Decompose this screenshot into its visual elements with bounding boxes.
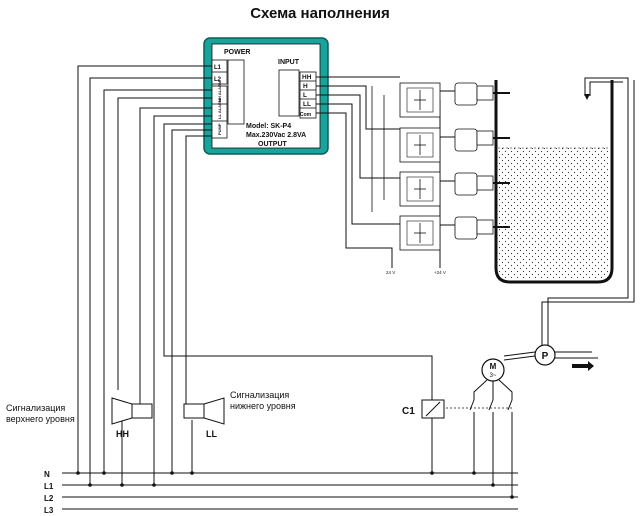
horn-icon-low [203,397,225,425]
inlet-arrow-icon [584,94,590,100]
alarm-high-text-1: Сигнализация [6,403,65,413]
pump-label: P [542,351,549,362]
alarm-high-text-2: верхнего уровня [6,414,75,424]
terminal-ll-alarm: LL ALARM [217,98,222,119]
terminal-l: L [303,92,307,99]
motor-label: M [490,362,497,371]
phase-n: N [44,470,50,479]
contactor-label: C1 [402,406,415,417]
alarm-low-tag: LL [206,429,217,439]
horn-icon-high [111,397,133,425]
phase-l1: L1 [44,482,54,491]
phase-l2: L2 [44,494,54,503]
alarm-low-text-1: Сигнализация [230,390,289,400]
amplifier-module-h [399,127,441,163]
tank [494,77,629,345]
input-label: INPUT [278,59,300,66]
alarm-low: Сигнализация нижнего уровня LL [183,390,296,439]
terminal-hh: HH [302,74,312,81]
terminal-ll: LL [303,101,311,108]
level-sensor-hh [440,82,510,106]
terminal-hh-alarm: HH ALARM [217,80,222,102]
pump-symbol [534,344,556,366]
terminal-h: H [303,83,308,90]
terminal-l2: L2 [214,77,222,83]
amplifier-module-l [399,171,441,207]
terminal-l1: L1 [214,65,222,71]
level-controller: POWER INPUT OUTPUT Model: SK-P4 Max.230V… [203,37,329,155]
amplifier-module-ll [399,215,441,251]
outlet-arrow-icon [572,361,594,371]
terminal-com: Com [300,112,312,118]
phase-l3: L3 [44,506,54,515]
rating-label: Max.230Vac 2.8VA [246,132,306,139]
pump-motor-assembly: P M 3~ [446,80,635,497]
model-label: Model: SK-P4 [246,123,291,130]
motor-phase-label: 3~ [490,373,497,379]
terminal-pump: PUMP [217,123,222,135]
contactor-c1: C1 [402,399,445,419]
phase-bus: N L1 L2 L3 [44,470,518,515]
supply-label-24v: 24 V [386,270,395,275]
power-label: POWER [224,49,250,56]
left-wiring [77,65,433,485]
diagram-title: Схема наполнения [250,5,390,22]
output-label: OUTPUT [258,141,288,148]
alarm-low-text-2: нижнего уровня [230,401,296,411]
amplifier-module-hh [399,82,441,118]
alarm-high: Сигнализация верхнего уровня HH [6,397,153,439]
supply-label-plus24v: +24 V [434,270,446,275]
tank-liquid [498,148,608,278]
alarm-high-tag: HH [116,429,129,439]
